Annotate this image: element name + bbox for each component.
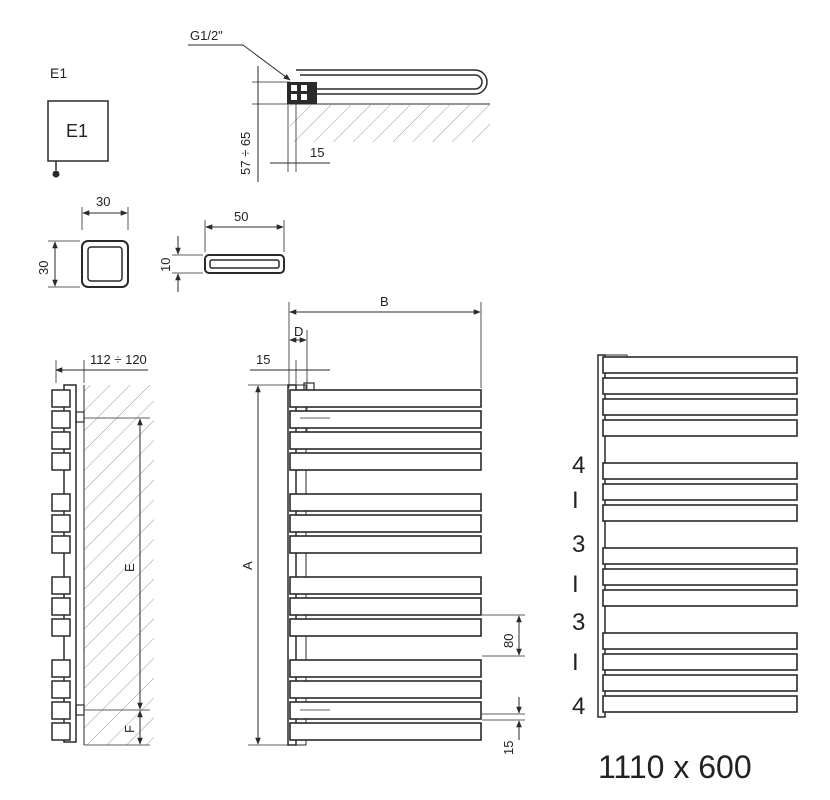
product-bar (602, 674, 798, 692)
front-bar (289, 576, 482, 595)
side-bar-end (51, 722, 71, 741)
front-bar (289, 389, 482, 408)
group-count-label: 3 (572, 531, 585, 558)
front-bar (289, 493, 482, 512)
e1-box (47, 100, 109, 162)
plug-icon (52, 170, 60, 178)
product-bar (602, 462, 798, 480)
dim-e: E (122, 563, 137, 572)
flat-tube-section: 50 10 (158, 209, 285, 292)
group-count-label: I (572, 571, 579, 598)
product-bar (602, 398, 798, 416)
dim-f: F (122, 725, 137, 733)
front-bar (289, 659, 482, 678)
wall-distance-dim: 57 ÷ 65 (238, 132, 253, 175)
side-bar-end (51, 701, 71, 720)
flat-height-dim: 10 (158, 258, 173, 272)
group-count-label: I (572, 487, 579, 514)
side-bar-end (51, 431, 71, 450)
front-bar (289, 514, 482, 533)
side-view: 112 ÷ 120 E F (51, 352, 154, 746)
side-bar-end (51, 514, 71, 533)
front-bar (289, 597, 482, 616)
front-bar (289, 722, 482, 741)
g-thread-label: G1/2" (190, 28, 223, 43)
e1-title: E1 (50, 65, 67, 81)
front-bar (289, 618, 482, 637)
product-bar (602, 568, 798, 586)
side-bar-end (51, 618, 71, 637)
front-view: B D 15 A 80 15 (240, 294, 525, 755)
product-bar (602, 632, 798, 650)
group-count-label: I (572, 649, 579, 676)
front-bar (289, 701, 482, 720)
dim-15-top: 15 (256, 352, 270, 367)
front-bar (289, 410, 482, 429)
product-bar (602, 504, 798, 522)
dim-a: A (240, 561, 255, 570)
side-bar-end (51, 680, 71, 699)
square-tube-section: 30 30 (36, 194, 129, 288)
group-count-label: 3 (572, 609, 585, 636)
side-bar-end (51, 659, 71, 678)
dim-d: D (294, 324, 303, 339)
group-count-label: 4 (572, 693, 585, 720)
wall-hatch-top (290, 104, 490, 142)
side-depth-dim: 112 ÷ 120 (90, 352, 147, 367)
pipe-offset-dim: 15 (310, 145, 324, 160)
tube-width-dim: 30 (96, 194, 110, 209)
top-connection-view: G1/2" 57 ÷ 65 15 (188, 28, 490, 182)
side-bar-end (51, 576, 71, 595)
dim-b: B (380, 294, 389, 309)
product-bar (602, 695, 798, 713)
e1-box-label: E1 (66, 121, 88, 141)
side-bar-end (51, 535, 71, 554)
dim-15-bottom: 15 (501, 741, 516, 755)
side-bar-end (51, 493, 71, 512)
side-bar-end (51, 452, 71, 471)
product-bar (602, 483, 798, 501)
side-bar-end (51, 410, 71, 429)
product-bar (602, 377, 798, 395)
front-bar (289, 431, 482, 450)
product-bar (602, 589, 798, 607)
front-bar (289, 680, 482, 699)
e1-heater-symbol: E1 E1 (47, 65, 109, 178)
wall-hatch-side (84, 385, 154, 745)
product-bar (602, 653, 798, 671)
product-bar (602, 356, 798, 374)
front-bar (289, 535, 482, 554)
side-bar-end (51, 597, 71, 616)
product-bar (602, 419, 798, 437)
size-label: 1110 x 600 (598, 749, 752, 785)
tube-height-dim: 30 (36, 261, 51, 275)
front-bar (289, 452, 482, 471)
flat-width-dim: 50 (234, 209, 248, 224)
side-bar-end (51, 389, 71, 408)
group-count-label: 4 (572, 452, 585, 479)
product-bar (602, 547, 798, 565)
dim-80: 80 (501, 634, 516, 648)
